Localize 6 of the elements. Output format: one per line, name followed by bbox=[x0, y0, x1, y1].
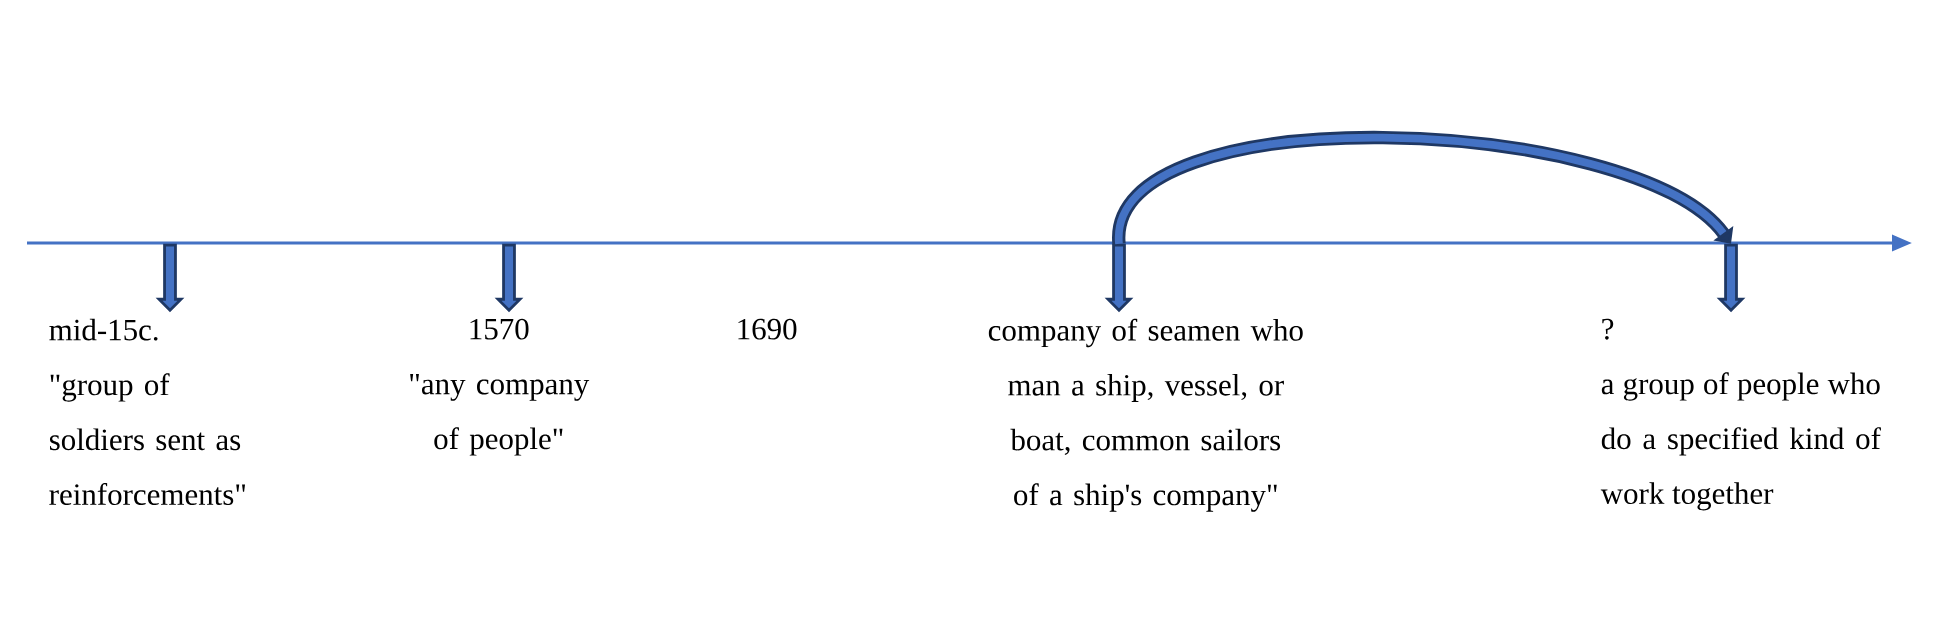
timeline-entry: 1570 "any company of people" bbox=[410, 318, 590, 456]
curved-arrow bbox=[1112, 130, 1734, 246]
timeline-entry: company of seamen who man a ship, vessel, or boat, common sailors of a ship's company" bbox=[988, 318, 1303, 512]
timeline-entry: ? a group of people who do a specified kind of work together bbox=[1600, 318, 1881, 511]
timeline-entry: mid-15c. "group of soldiers sent as reinforcements" bbox=[49, 318, 245, 506]
timeline-entry: 1690 bbox=[738, 318, 797, 340]
